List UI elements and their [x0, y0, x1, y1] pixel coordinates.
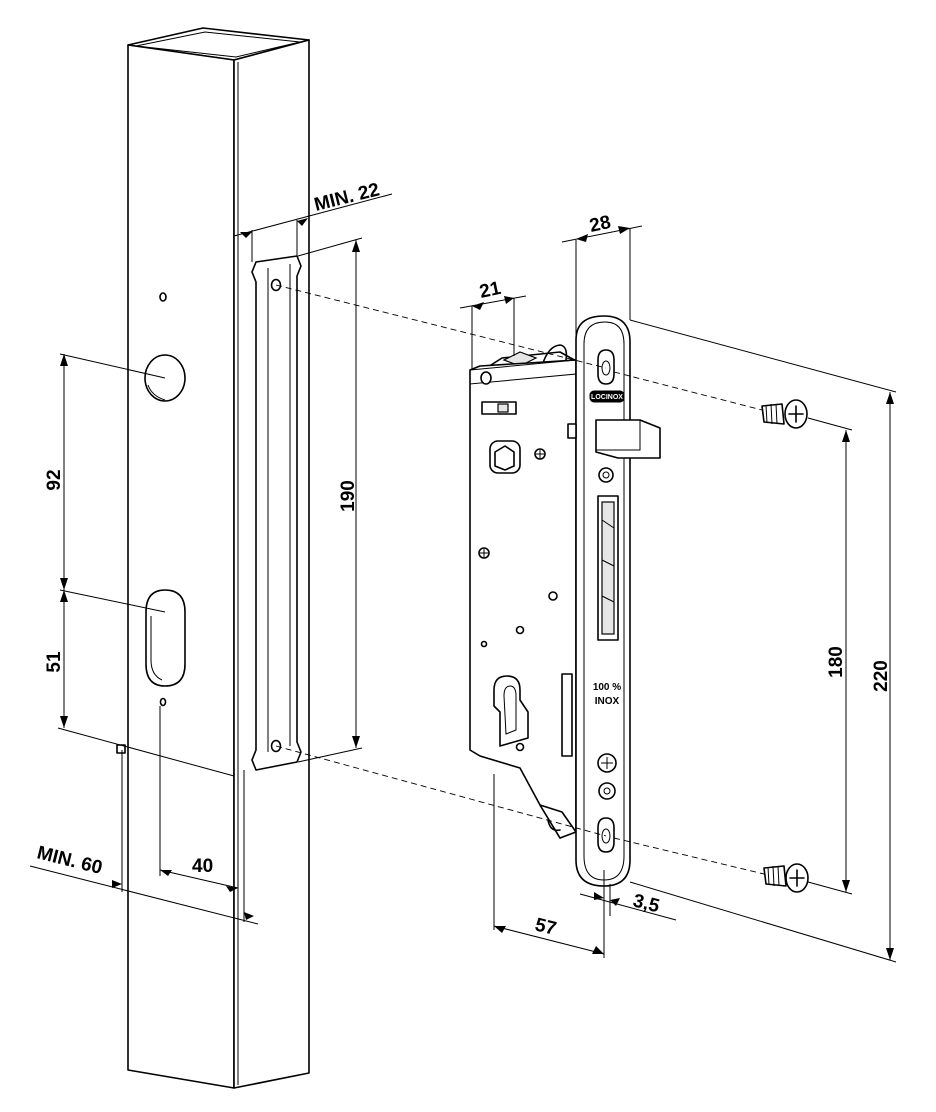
mortise-lock-body — [469, 344, 579, 839]
side-cutout — [251, 255, 302, 771]
front-plate: LOCINOX 100 % INOX — [567, 315, 661, 887]
cylinder-slot — [145, 589, 186, 687]
bottom-screw — [763, 863, 809, 893]
dim-57: 57 — [533, 914, 559, 939]
brand-logo-text: LOCINOX — [591, 394, 623, 401]
dim-min-60: MIN. 60 — [35, 842, 105, 878]
dim-92: 92 — [44, 469, 65, 490]
material-mark-line1: 100 % — [593, 682, 621, 693]
dimension-arrowheads — [60, 218, 894, 960]
dim-40: 40 — [192, 856, 213, 877]
dimension-lines — [29, 193, 897, 963]
gate-post-tube — [116, 27, 310, 1089]
dim-180: 180 — [826, 646, 847, 678]
dim-3-5: 3,5 — [631, 890, 662, 917]
dim-190: 190 — [338, 480, 359, 512]
dim-51: 51 — [44, 651, 65, 673]
material-mark-line2: INOX — [595, 696, 620, 707]
latch-bolt — [595, 419, 661, 459]
cylinder-profile — [493, 675, 529, 747]
dim-28: 28 — [588, 212, 613, 237]
dim-21: 21 — [478, 278, 503, 303]
alignment-lines — [275, 284, 765, 875]
top-screw — [761, 399, 808, 429]
dim-min-22: MIN. 22 — [312, 179, 382, 215]
dim-220: 220 — [871, 660, 892, 692]
